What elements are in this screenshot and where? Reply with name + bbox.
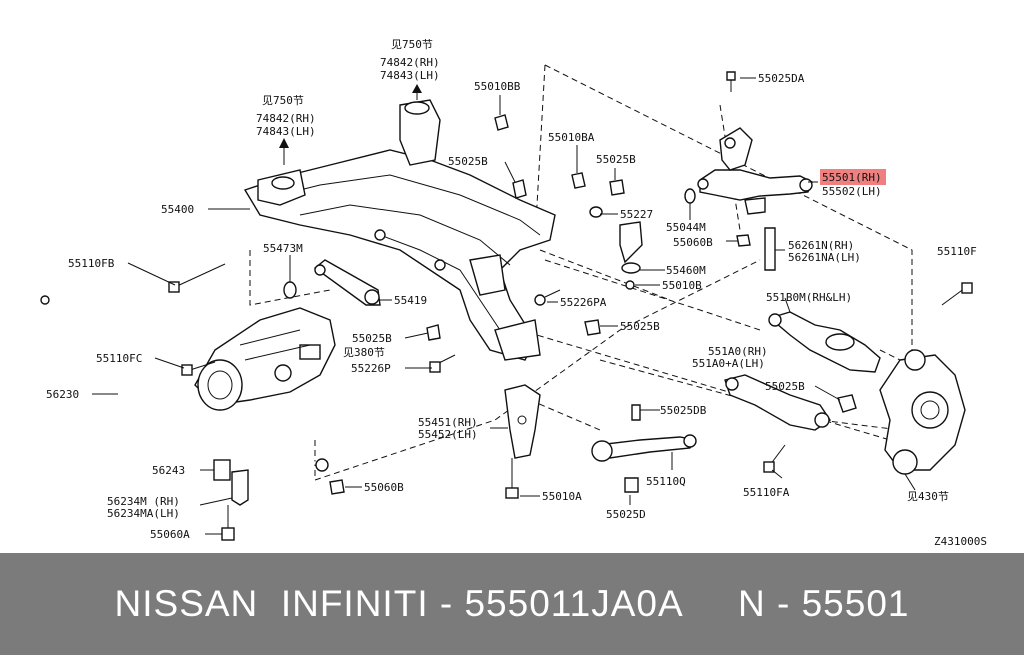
footer-bar: NISSAN INFINITI - 555011JA0A N - 55501	[0, 553, 1024, 655]
diagram-code: Z431000S	[934, 535, 987, 548]
leader-lines	[92, 77, 916, 535]
label-55010BA: 55010BA	[548, 131, 595, 144]
label-55110F: 55110F	[937, 245, 977, 258]
highlight-box	[820, 169, 886, 185]
label-55419: 55419	[394, 294, 427, 307]
label-55110FA: 55110FA	[743, 486, 790, 499]
label-55227: 55227	[620, 208, 653, 221]
label-55010B: 55010B	[662, 279, 702, 292]
label-55025B-c: 55025B	[620, 320, 660, 333]
label-55226PA: 55226PA	[560, 296, 607, 309]
label-55025DA: 55025DA	[758, 72, 805, 85]
label-55502: 55502(LH)	[822, 185, 882, 198]
label-55060A: 55060A	[150, 528, 190, 541]
toe-link-55110Q	[591, 434, 697, 493]
label-56261N: 56261N(RH)	[788, 239, 854, 252]
label-55400: 55400	[161, 203, 194, 216]
label-55025D: 55025D	[606, 508, 646, 521]
label-551A0: 551A0(RH)	[708, 345, 768, 358]
label-55226P: 55226P	[351, 362, 391, 375]
label-56243: 56243	[152, 464, 185, 477]
label-55060B-b: 55060B	[364, 481, 404, 494]
label-ref430: 见430节	[907, 490, 949, 503]
ref-note-2-lh: 74843(LH)	[256, 125, 316, 138]
ref-note-1-lh: 74843(LH)	[380, 69, 440, 82]
label-55110FC: 55110FC	[96, 352, 142, 365]
fasteners	[168, 114, 973, 495]
label-56234M: 56234M (RH)	[107, 495, 180, 508]
label-55044M: 55044M	[666, 221, 706, 234]
bracket-55451	[504, 384, 541, 499]
label-55110FB: 55110FB	[68, 257, 115, 270]
label-55025B-d: 55025B	[352, 332, 392, 345]
labels: 见750节 74842(RH) 74843(LH) 见750节 74842(RH…	[46, 38, 987, 548]
reference-arrows	[279, 84, 422, 165]
label-55473M: 55473M	[263, 242, 303, 255]
label-55010A: 55010A	[542, 490, 582, 503]
subframe-55400	[243, 99, 556, 361]
label-56234MA: 56234MA(LH)	[107, 507, 180, 520]
lower-link-551B0M	[768, 311, 881, 373]
label-ref380: 见380节	[343, 346, 385, 359]
label-55025B-a: 55025B	[448, 155, 488, 168]
knuckle	[879, 349, 966, 475]
label-55025B-b: 55025B	[596, 153, 636, 166]
label-56261NA: 56261NA(LH)	[788, 251, 861, 264]
label-55501: 55501(RH)	[822, 171, 882, 184]
label-55460M: 55460M	[666, 264, 706, 277]
stabilizer-bar-56230	[40, 295, 329, 541]
parts-diagram: 见750节 74842(RH) 74843(LH) 见750节 74842(RH…	[40, 38, 987, 548]
ref-note-2: 见750节	[262, 94, 304, 107]
label-55060B-a: 55060B	[673, 236, 713, 249]
upper-link-55501	[697, 71, 813, 215]
ref-note-2-rh: 74842(RH)	[256, 112, 316, 125]
label-56230: 56230	[46, 388, 79, 401]
label-55025B-e: 55025B	[765, 380, 805, 393]
label-55451: 55451(RH)	[418, 416, 478, 429]
differential	[194, 307, 336, 411]
label-55110Q: 55110Q	[646, 475, 686, 488]
lower-arm-551A0	[724, 374, 857, 431]
ref-note-1-rh: 74842(RH)	[380, 56, 440, 69]
part-number-caption: NISSAN INFINITI - 555011JA0A N - 55501	[114, 583, 910, 624]
ref-note-1: 见750节	[391, 38, 433, 51]
label-55025DB: 55025DB	[660, 404, 707, 417]
label-551B0M: 551B0M(RH&LH)	[766, 291, 852, 304]
label-55452: 55452(LH)	[418, 428, 478, 441]
label-55010BB: 55010BB	[474, 80, 521, 93]
label-551A0A: 551A0+A(LH)	[692, 357, 765, 370]
